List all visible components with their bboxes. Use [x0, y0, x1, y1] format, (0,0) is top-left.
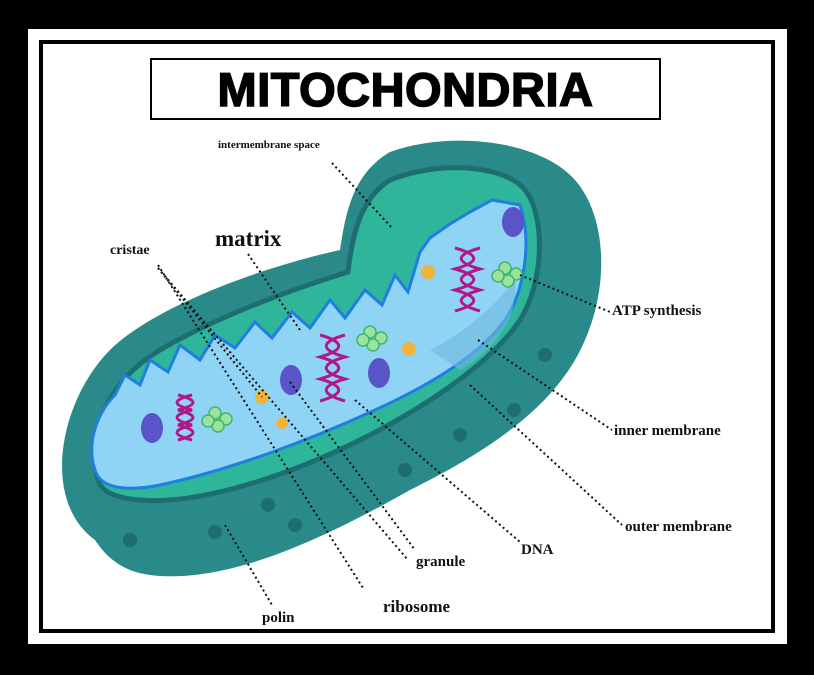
label-ribosome: ribosome: [383, 597, 450, 617]
label-polin: polin: [262, 610, 295, 627]
label-intermembrane-space: intermembrane space: [218, 139, 320, 151]
label-atp-synthesis: ATP synthesis: [612, 303, 701, 320]
label-outer-membrane: outer membrane: [625, 519, 732, 536]
label-cristae: cristae: [110, 243, 150, 259]
label-inner-membrane: inner membrane: [614, 423, 721, 440]
label-matrix: matrix: [215, 226, 281, 252]
label-granule: granule: [416, 554, 465, 571]
label-dna: DNA: [521, 542, 554, 559]
